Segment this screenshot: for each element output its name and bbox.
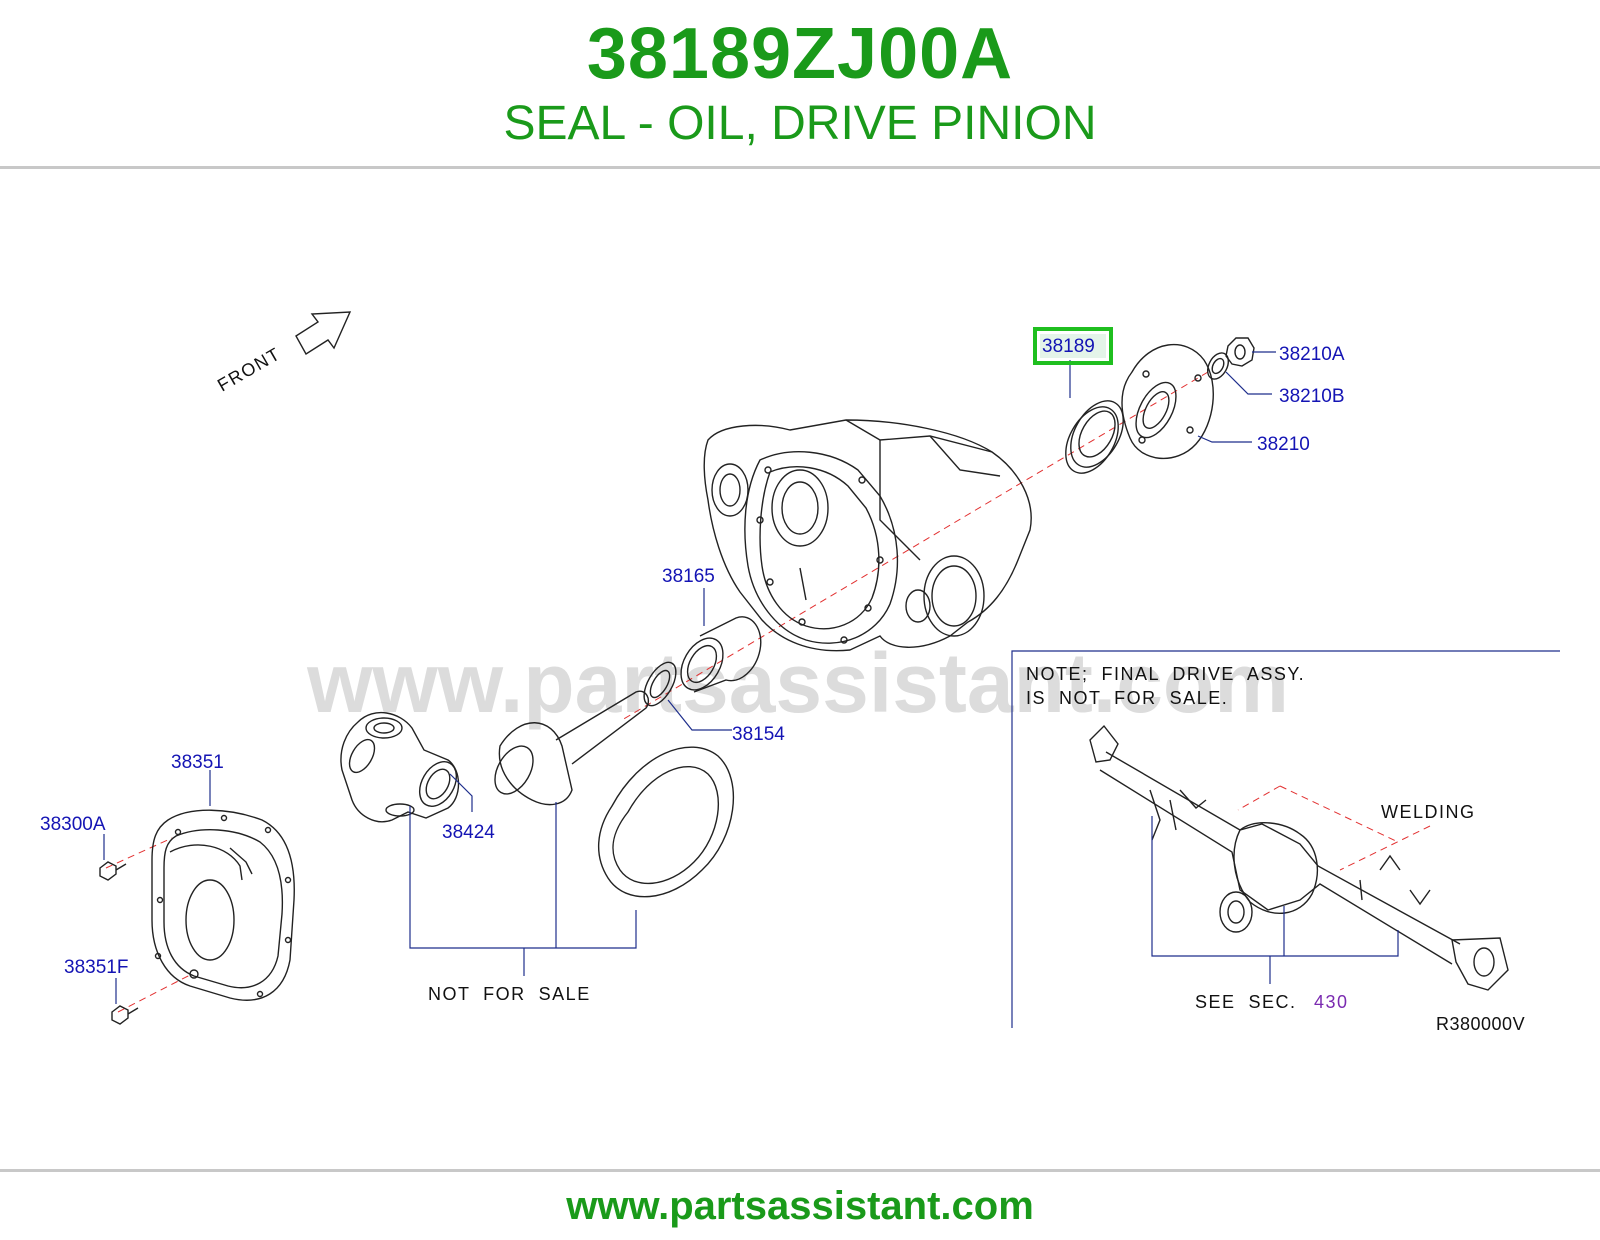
- leader-38154: [667, 699, 732, 731]
- parts-diagram: www.partsassistant.com FRONT: [40, 311, 1560, 1034]
- highlight-fill: [1040, 334, 1106, 358]
- axle-housing: [1089, 724, 1509, 991]
- bolt-axis-top: [105, 837, 173, 869]
- note-frame: [1011, 650, 1560, 1028]
- highlight-box: [1033, 327, 1113, 365]
- bolt-axis-bottom: [117, 974, 191, 1013]
- ring-gear: [597, 746, 735, 898]
- watermark-text: www.partsassistant.com: [306, 636, 1289, 730]
- leader-38210B: [1225, 371, 1272, 395]
- front-label: FRONT: [214, 343, 284, 395]
- center-axis: [621, 371, 1209, 721]
- nut-inner: [1234, 344, 1246, 360]
- see-sec-label: SEE SEC.: [1195, 992, 1297, 1012]
- rear-cover: [151, 809, 295, 1001]
- bolt-38300A-icon: [99, 861, 127, 881]
- spacer-part: [680, 616, 762, 693]
- weld-line-3: [1237, 785, 1281, 811]
- welding-label: WELDING: [1381, 802, 1476, 822]
- differential-case: [340, 711, 460, 823]
- footer-website-link[interactable]: www.partsassistant.com: [566, 1184, 1034, 1228]
- part-description: SEAL - OIL, DRIVE PINION: [503, 97, 1097, 150]
- washer-part: [1206, 352, 1230, 380]
- differential-carrier: [703, 419, 1032, 652]
- callout-38210B[interactable]: 38210B: [1279, 386, 1345, 407]
- header-divider: [0, 166, 1600, 169]
- weld-line-1: [1279, 785, 1399, 843]
- callout-38165[interactable]: 38165: [662, 566, 715, 587]
- leader-38210: [1197, 435, 1252, 443]
- pinion-washer-inner: [649, 669, 671, 699]
- bolt-38351F-icon: [111, 1005, 139, 1025]
- note-line-2: IS NOT FOR SALE.: [1026, 688, 1228, 708]
- callout-38424[interactable]: 38424: [442, 822, 495, 843]
- washer-inner: [1211, 357, 1225, 375]
- callout-38210[interactable]: 38210: [1257, 434, 1310, 455]
- note-panel: NOTE; FINAL DRIVE ASSY. IS NOT FOR SALE.…: [1011, 650, 1560, 1034]
- callout-38351[interactable]: 38351: [171, 752, 224, 773]
- drawing-code: R380000V: [1436, 1014, 1525, 1034]
- callout-38300A[interactable]: 38300A: [40, 814, 106, 835]
- weld-line-2: [1339, 825, 1431, 871]
- drive-pinion: [494, 690, 650, 806]
- callout-38189[interactable]: 38189: [1042, 336, 1095, 357]
- callout-38351F[interactable]: 38351F: [64, 957, 128, 978]
- footer-divider: [0, 1169, 1600, 1172]
- see-sec-link[interactable]: 430: [1314, 992, 1349, 1012]
- nut-part: [1225, 337, 1255, 367]
- callout-38154[interactable]: 38154: [732, 724, 785, 745]
- leader-38424: [449, 773, 473, 812]
- leader-not-for-sale: [409, 806, 637, 949]
- leader-see-sec: [1151, 816, 1399, 957]
- companion-flange: [1121, 343, 1214, 460]
- front-arrow-icon: [295, 311, 352, 355]
- not-for-sale-label: NOT FOR SALE: [428, 984, 591, 1004]
- note-line-1: NOTE; FINAL DRIVE ASSY.: [1026, 664, 1305, 684]
- front-indicator: FRONT: [214, 311, 352, 395]
- oil-seal-part[interactable]: [1055, 392, 1134, 482]
- part-number-title: 38189ZJ00A: [586, 14, 1014, 94]
- callout-38210A[interactable]: 38210A: [1279, 344, 1345, 365]
- page-header: 38189ZJ00A SEAL - OIL, DRIVE PINION: [0, 0, 1600, 168]
